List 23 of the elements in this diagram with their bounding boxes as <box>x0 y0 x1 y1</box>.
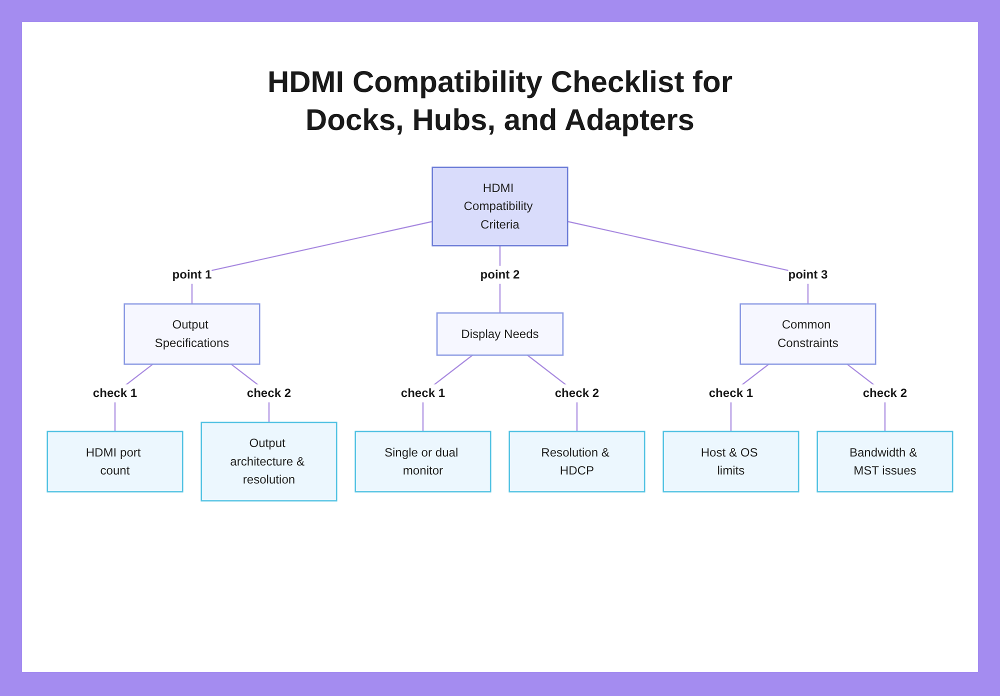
page-card: HDMI Compatibility Checklist for Docks, Hubs, and Adapters point 1 point 2 point 3 check 1 check 2 check 1 check 2 check 1 check 2 HDMI Compatibility Criteria Output Specifications Display Needs Common Constraints HDMI port count Output architecture & resolution Single or dual monitor Resolution & HDCP Host & OS limits Bandwidth & MST issues <box>22 22 978 672</box>
node-box <box>124 303 260 365</box>
node-box <box>46 430 184 492</box>
node-box <box>740 303 876 365</box>
edge-label: point 2 <box>480 268 520 282</box>
edge-label: check 1 <box>708 386 754 400</box>
connector <box>191 220 432 304</box>
edge-label: check 2 <box>862 386 908 400</box>
edge-label: point 1 <box>172 268 212 282</box>
edge-label: check 1 <box>92 386 138 400</box>
edge-label: check 2 <box>554 386 600 400</box>
connector <box>567 220 809 304</box>
node-box <box>354 430 492 492</box>
node-box <box>200 422 338 502</box>
node-box <box>816 430 954 492</box>
edge-label: check 2 <box>246 386 292 400</box>
edge-label: point 3 <box>788 268 828 282</box>
node-box <box>662 430 800 492</box>
node-box <box>436 312 564 356</box>
node-box <box>508 430 646 492</box>
edge-label: check 1 <box>400 386 446 400</box>
title: HDMI Compatibility Checklist for Docks, Hubs, and Adapters <box>266 65 734 139</box>
node-box <box>432 166 568 246</box>
